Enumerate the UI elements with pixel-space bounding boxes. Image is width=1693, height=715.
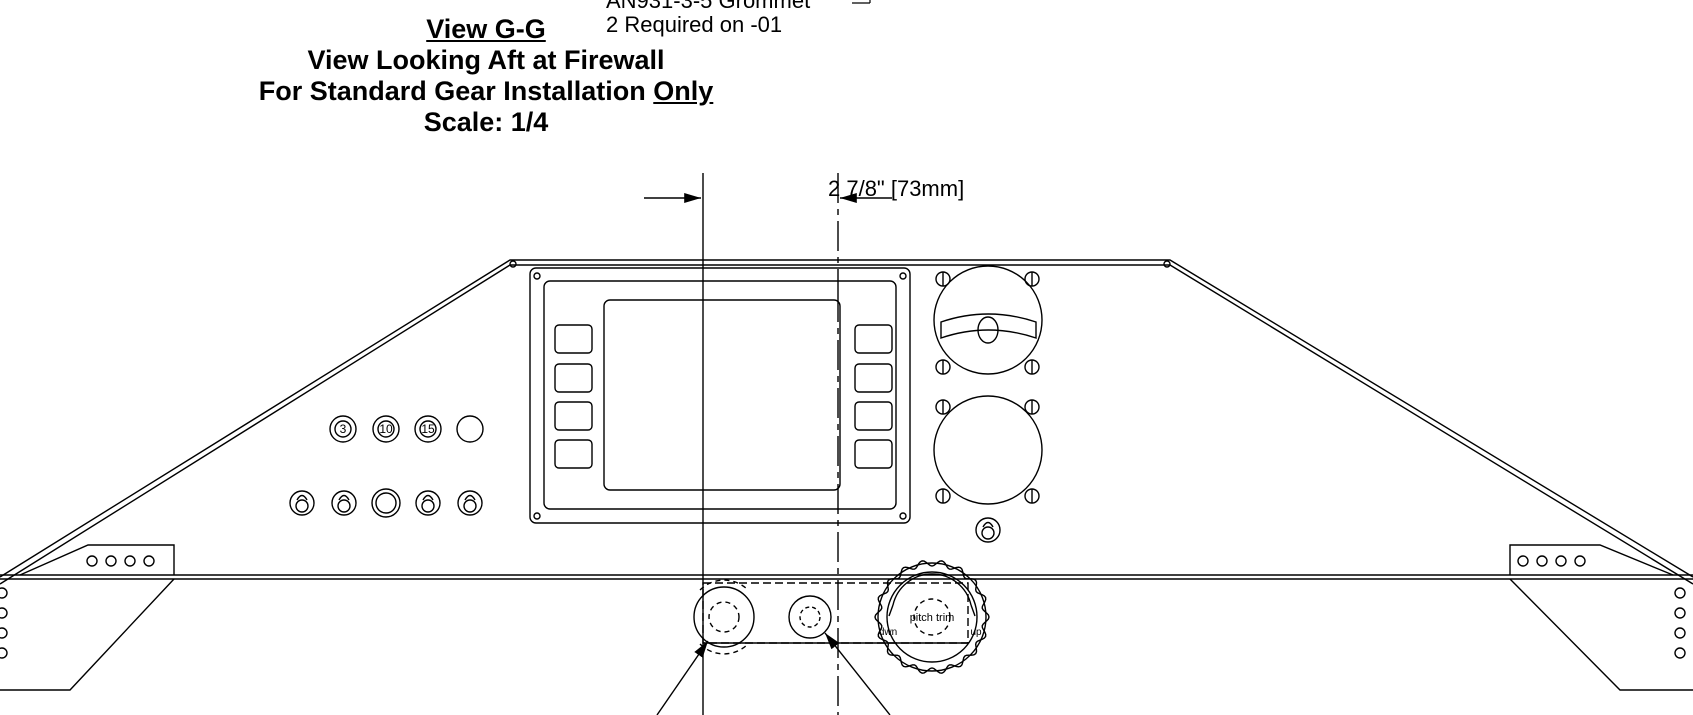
installation-note-only: Only (653, 76, 714, 106)
installation-note: For Standard Gear Installation Only (226, 76, 746, 107)
efis-display (529, 267, 911, 524)
pitch-trim-wheel (874, 560, 990, 674)
installation-note-main: For Standard Gear Installation (258, 76, 654, 106)
toggle-switch-right (975, 517, 1001, 543)
grommet-left (693, 579, 755, 655)
efis-left-buttons (554, 324, 593, 469)
instrument-panel-outline (0, 259, 1693, 585)
scale-label: Scale: 1/4 (423, 107, 549, 137)
breaker-label-3: 3 (340, 422, 347, 436)
pitch-trim-down-label: dwn (879, 627, 897, 638)
breaker-label-15: 15 (421, 422, 435, 436)
circuit-breakers (329, 415, 484, 443)
pitch-trim-up-label: up (970, 627, 982, 638)
pitch-trim-labels: pitch trim dwn up (879, 612, 982, 638)
right-bracket (1509, 544, 1693, 691)
required-note: 2 Required on -01 (606, 12, 783, 37)
left-bracket (0, 544, 175, 691)
pitch-trim-label: pitch trim (910, 612, 955, 624)
breaker-label-10: 10 (379, 422, 393, 436)
breaker-labels: 3 10 15 (340, 422, 435, 436)
grommet-right (788, 595, 832, 639)
toggle-switches (289, 488, 483, 518)
grommet-leader (852, 0, 871, 4)
view-title-block: View G-G View Looking Aft at Firewall Fo… (226, 14, 746, 138)
view-description: View Looking Aft at Firewall (307, 45, 665, 75)
grommet-leaders (656, 632, 891, 715)
grommet-note: AN931-3-5 Grommet (606, 0, 811, 13)
efis-right-buttons (854, 324, 893, 469)
view-title: View G-G (426, 14, 546, 44)
backup-instrument-lower (933, 395, 1043, 505)
backup-instrument-upper (933, 265, 1043, 375)
